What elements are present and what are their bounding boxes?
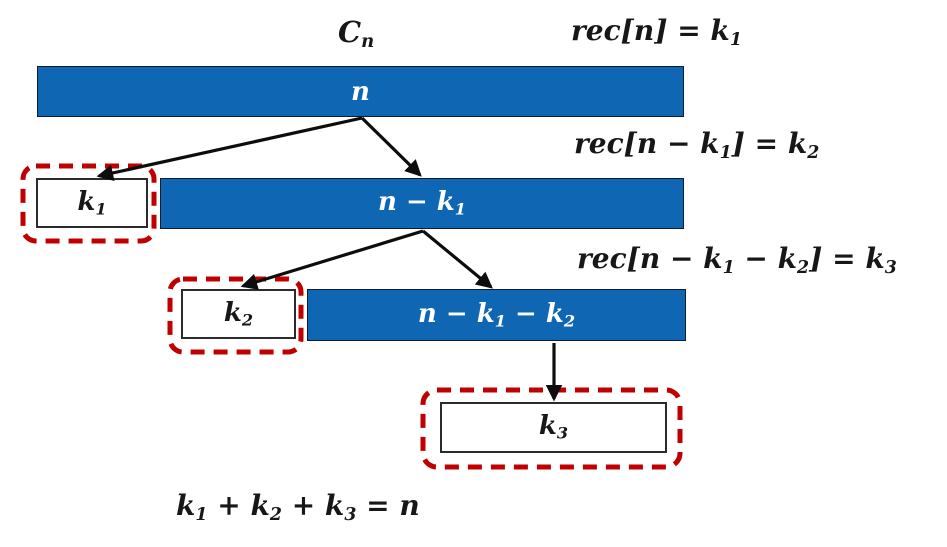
box-k2: k2 (181, 289, 296, 339)
equation-rec-n: rec[n] = k1 (571, 14, 742, 50)
bar-n-minus-k1-label: n − k1 (377, 187, 467, 219)
box-k3: k3 (440, 402, 667, 453)
box-k1-label: k1 (77, 186, 107, 219)
arrow-n-k1-to-n-k1-k2 (421, 229, 493, 289)
equation-rec-n-k1-k2: rec[n − k1 − k2] = k3 (577, 242, 897, 278)
box-k3-label: k3 (538, 411, 569, 443)
bar-n: n (37, 66, 684, 117)
equation-sum: k1 + k2 + k3 = n (176, 489, 420, 525)
box-k1: k1 (36, 178, 148, 228)
cost-label: Cn (338, 15, 375, 53)
bar-n-minus-k1-k2-label: n − k1 − k2 (417, 298, 576, 331)
equation-rec-n-k1: rec[n − k1] = k2 (574, 127, 820, 163)
arrow-n-to-n-minus-k1 (360, 116, 422, 177)
box-k2-label: k2 (223, 297, 254, 330)
arrow-n-to-k1 (96, 116, 363, 182)
bar-n-minus-k1: n − k1 (160, 178, 684, 229)
bar-n-label: n (351, 76, 370, 107)
arrow-n-k1-to-k2 (240, 229, 424, 290)
bar-n-minus-k1-k2: n − k1 − k2 (307, 289, 686, 341)
